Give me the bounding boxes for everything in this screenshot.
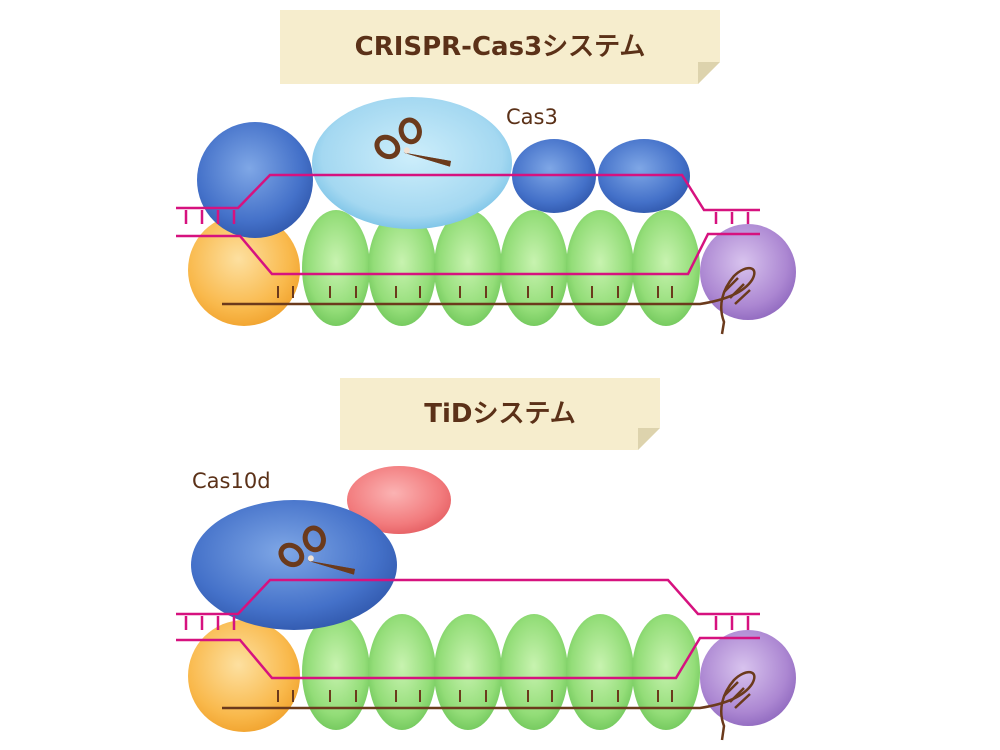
title-banner: CRISPR-Cas3システム <box>280 10 720 84</box>
cas3-nuclease <box>312 97 512 229</box>
cas6-subunit <box>700 224 796 320</box>
cas7-backbone <box>302 614 700 730</box>
dna-base-pairs <box>184 616 750 630</box>
panel-title: CRISPR-Cas3システム <box>355 32 646 62</box>
panel-title: TiDシステム <box>424 399 575 429</box>
panel-tid: TiDシステム <box>176 378 796 741</box>
dna-base-pairs <box>184 210 750 224</box>
cas5-subunit <box>197 122 313 238</box>
cas8-subunit <box>188 214 300 326</box>
target-dna <box>176 578 760 680</box>
cas6-subunit <box>700 630 796 726</box>
cas8-subunit <box>188 620 300 732</box>
target-dna <box>176 173 760 276</box>
crrna <box>222 267 756 335</box>
crrna <box>222 671 756 741</box>
title-banner: TiDシステム <box>340 378 660 450</box>
panel-crispr-cas3: CRISPR-Cas3システム <box>176 10 796 335</box>
small-red-subunit <box>347 466 451 534</box>
protein-label: Cas10d <box>192 469 271 493</box>
protein-label: Cas3 <box>506 105 558 129</box>
cas7-backbone <box>302 210 700 326</box>
